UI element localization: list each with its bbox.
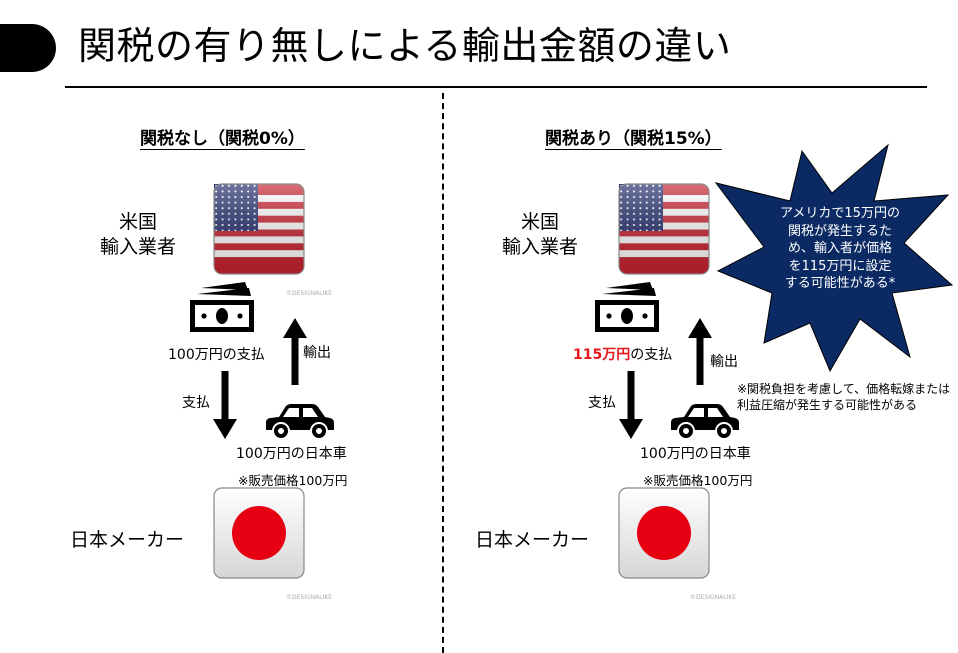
japan-flag-icon — [618, 487, 710, 579]
payment-suffix: の支払 — [630, 347, 673, 363]
burst-line: する可能性がある* — [784, 276, 896, 291]
burst-line: を115万円に設定 — [788, 258, 892, 274]
title-marker — [0, 24, 56, 72]
left-sale-note: ※販売価格100万円 — [238, 473, 348, 488]
left-heading: 関税なし（関税0%） — [140, 129, 305, 149]
importer-line-2: 輸入業者 — [99, 236, 176, 258]
footnote: ※関税負担を考慮して、価格転嫁または 利益圧縮が発生する可能性がある — [737, 381, 950, 413]
star-burst-icon — [714, 143, 954, 373]
title-underline — [65, 86, 927, 88]
footnote-line: 利益圧縮が発生する可能性がある — [737, 398, 918, 412]
left-car-label: 100万円の日本車 — [236, 446, 347, 462]
left-payment-amount: 100万円の支払 — [168, 347, 265, 363]
money-icon — [190, 282, 254, 332]
left-export-label: 輸出 — [303, 345, 331, 361]
car-icon — [671, 404, 739, 440]
arrow-up-icon — [688, 318, 712, 385]
arrow-down-icon — [213, 371, 237, 439]
watermark: ©DESIGNALIKE — [690, 594, 737, 601]
page-title: 関税の有り無しによる輸出金額の違い — [78, 24, 732, 68]
us-flag-icon — [618, 183, 710, 275]
burst-callout-text: アメリカで15万円の 関税が発生するた め、輸入者が価格 を115万円に設定 す… — [760, 205, 920, 293]
car-icon — [266, 404, 334, 440]
right-importer-label: 米国 輸入業者 — [490, 210, 590, 260]
arrow-up-icon — [283, 318, 307, 385]
money-icon — [595, 282, 659, 332]
us-flag-icon — [213, 183, 305, 275]
left-importer-label: 米国 輸入業者 — [88, 210, 188, 260]
burst-line: 関税が発生するた — [787, 223, 892, 239]
burst-line: アメリカで15万円の — [780, 206, 900, 221]
center-divider — [442, 93, 444, 653]
importer-line-1: 米国 — [118, 211, 157, 233]
burst-line: め、輸入者が価格 — [787, 241, 892, 256]
right-maker-label: 日本メーカー — [475, 529, 590, 551]
left-maker-label: 日本メーカー — [70, 529, 185, 551]
footnote-line: ※関税負担を考慮して、価格転嫁または — [737, 382, 951, 396]
right-car-label: 100万円の日本車 — [640, 446, 751, 462]
importer-line-2: 輸入業者 — [501, 236, 578, 258]
right-heading: 関税あり（関税15%） — [545, 129, 722, 149]
right-export-label: 輸出 — [710, 354, 738, 370]
right-payment-label: 支払 — [588, 395, 616, 411]
japan-flag-icon — [213, 487, 305, 579]
watermark: ©DESIGNALIKE — [286, 290, 333, 297]
importer-line-1: 米国 — [520, 211, 559, 233]
watermark: ©DESIGNALIKE — [286, 594, 333, 601]
right-sale-note: ※販売価格100万円 — [643, 473, 753, 488]
right-payment-amount: 115万円の支払 — [573, 344, 672, 364]
highlighted-amount: 115万円 — [573, 347, 631, 363]
arrow-down-icon — [619, 371, 643, 439]
left-payment-label: 支払 — [182, 395, 210, 411]
